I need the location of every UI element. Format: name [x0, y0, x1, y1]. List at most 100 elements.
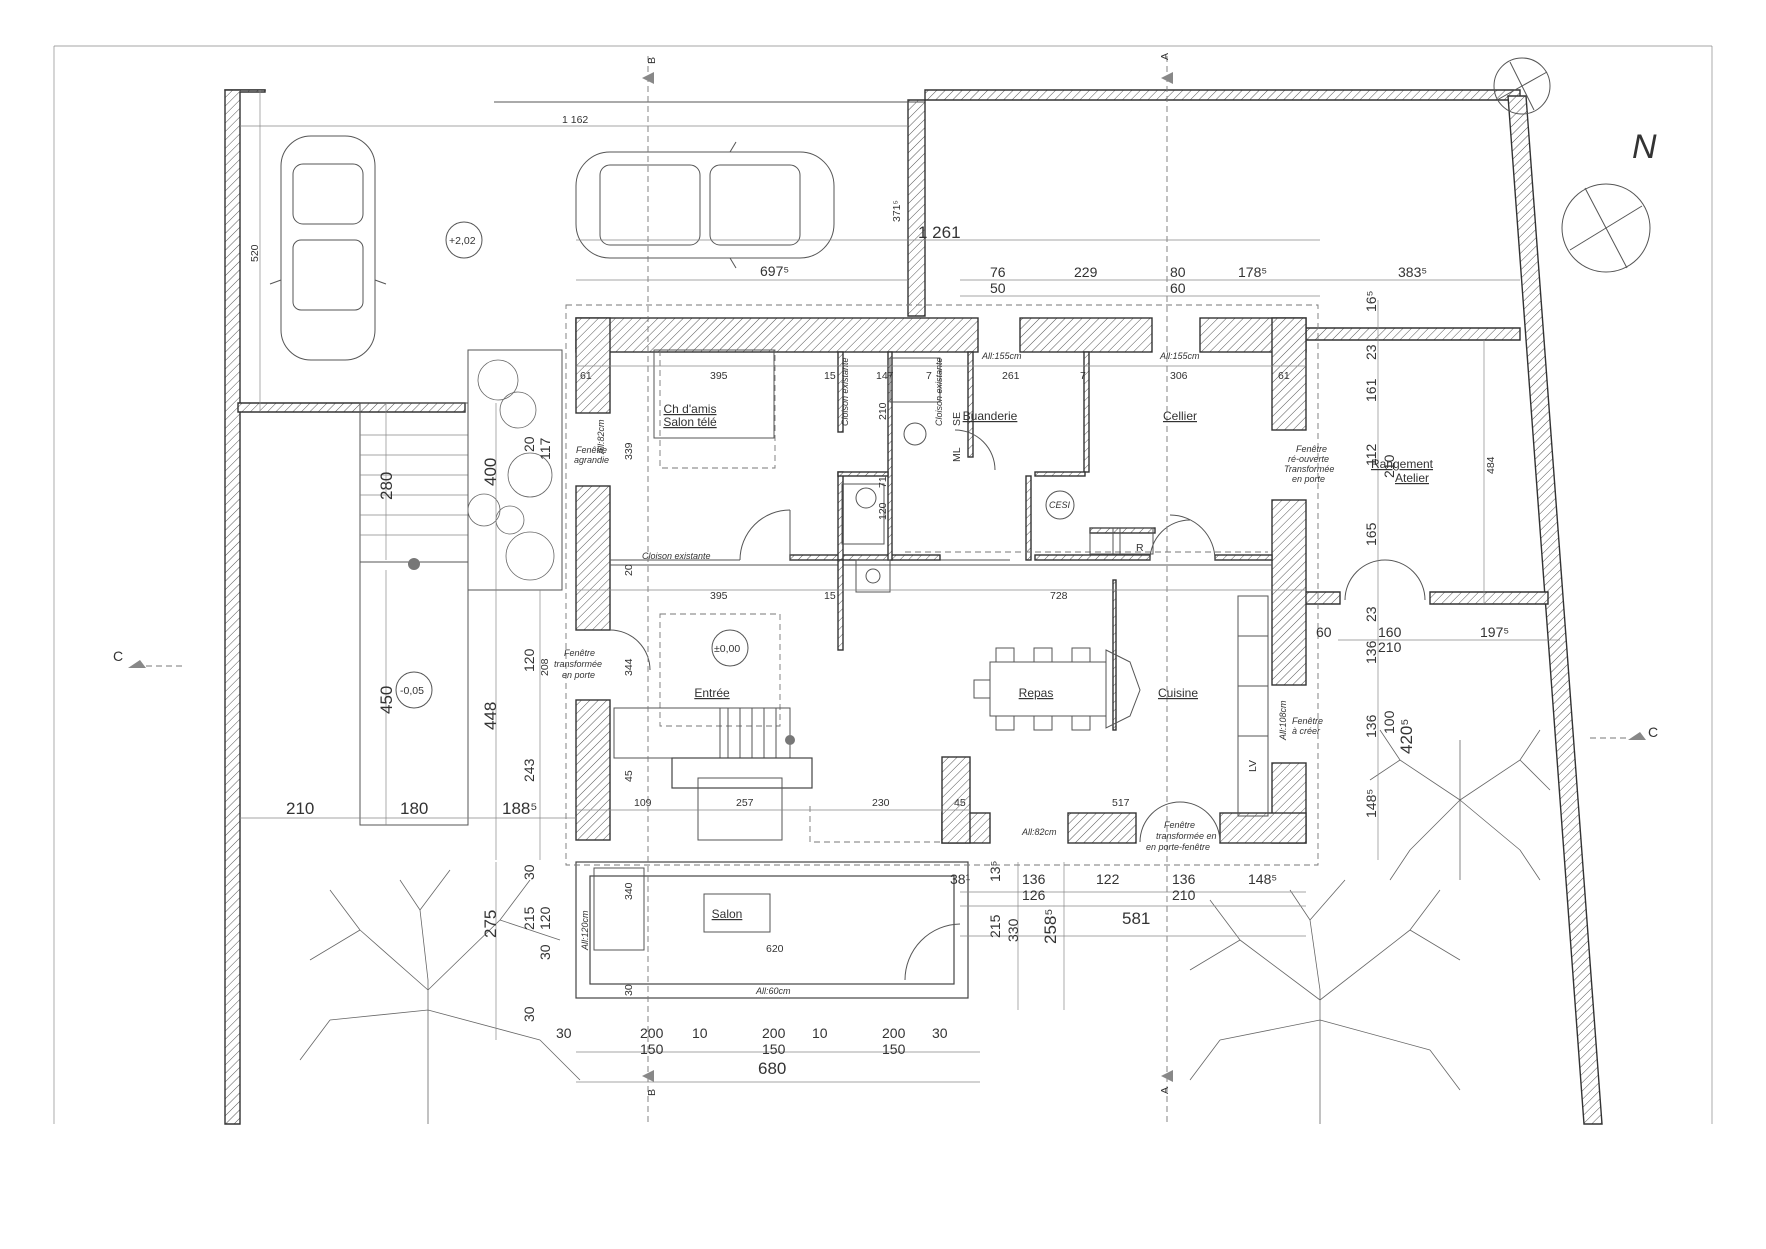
dimension-lines — [240, 90, 1560, 1083]
tree-right — [1369, 729, 1551, 881]
note-fenetre-pf-2: transformée en — [1156, 831, 1217, 841]
dim-150b: 150 — [762, 1041, 786, 1057]
dim-517: 517 — [1112, 797, 1130, 809]
dim-257: 257 — [736, 797, 754, 809]
room-cellier: Cellier — [1163, 409, 1197, 423]
dim-109: 109 — [634, 797, 652, 809]
dim-306: 306 — [1170, 370, 1188, 382]
note-fenetre-agrandie-1: Fenêtre — [576, 445, 607, 455]
note-fenetre-reouverte-3: Transformée — [1284, 464, 1334, 474]
dim-395b: 395 — [710, 590, 728, 602]
label-lv: LV — [1247, 760, 1259, 772]
dim-161: 161 — [1363, 378, 1379, 402]
dim-210d: 210 — [286, 799, 314, 818]
dim-520: 520 — [249, 244, 261, 262]
dim-200c: 200 — [882, 1025, 906, 1041]
dim-280: 280 — [377, 472, 396, 500]
section-a-bottom: A — [1159, 1087, 1171, 1094]
section-c-left: C — [113, 648, 123, 664]
dim-4205: 420⁵ — [1397, 719, 1416, 754]
dim-330: 330 — [1005, 918, 1021, 942]
dim-1162: 1 162 — [562, 114, 588, 126]
dim-50: 50 — [990, 280, 1006, 296]
dim-126: 126 — [1022, 887, 1046, 903]
dim-30b: 30 — [537, 944, 553, 960]
dim-136c: 136 — [1022, 871, 1046, 887]
dim-180: 180 — [400, 799, 428, 818]
note-fenetre-porte-2: transformée — [554, 659, 602, 669]
dim-243: 243 — [521, 758, 537, 782]
level-terrace: -0,05 — [400, 685, 424, 697]
dim-165a: 16⁵ — [1363, 291, 1379, 312]
compass-north — [1561, 183, 1651, 273]
plot-boundary-walls — [224, 89, 1603, 1125]
label-cesi: CESI — [1049, 500, 1071, 510]
dim-448: 448 — [481, 702, 500, 730]
label-se: SE — [951, 412, 963, 426]
dim-61b: 61 — [1278, 370, 1290, 382]
dim-1261: 1 261 — [918, 223, 961, 242]
dim-3715: 371⁵ — [891, 200, 903, 222]
dim-61a: 61 — [580, 370, 592, 382]
dim-210b: 210 — [1381, 454, 1397, 478]
note-fenetre-pf-3: en porte-fenêtre — [1146, 842, 1210, 852]
room-salon-tele: Salon télé — [663, 415, 717, 429]
doors — [609, 429, 1426, 981]
dim-30e: 30 — [556, 1025, 572, 1041]
dim-136b: 136 — [1363, 714, 1379, 738]
note-fenetre-reouverte-1: Fenêtre — [1296, 444, 1327, 454]
label-ml: ML — [951, 447, 963, 462]
section-a-top: A — [1159, 53, 1171, 60]
dim-15a: 15 — [824, 370, 836, 382]
house-walls — [575, 317, 1307, 999]
dim-210a: 210 — [877, 402, 889, 420]
dim-200a: 200 — [640, 1025, 664, 1041]
note-cloison-2: Cloison existante — [840, 357, 850, 426]
furniture — [593, 349, 1269, 951]
note-cloison-1: Cloison existante — [642, 551, 711, 561]
dim-208: 208 — [539, 658, 551, 676]
dim-120a: 120 — [877, 502, 889, 520]
note-fenetre-porte-1: Fenêtre — [564, 648, 595, 658]
dim-30d: 30 — [623, 984, 635, 996]
dim-71: 71 — [877, 476, 889, 488]
room-entree: Entrée — [694, 686, 730, 700]
dim-150a: 150 — [640, 1041, 664, 1057]
room-ch-amis: Ch d'amis — [664, 402, 717, 416]
note-all-82-b: All:82cm — [596, 419, 606, 455]
dim-30f: 30 — [932, 1025, 948, 1041]
dim-120b: 120 — [521, 648, 537, 672]
dim-400: 400 — [481, 458, 500, 486]
dim-20b: 20 — [521, 436, 537, 452]
dim-484: 484 — [1485, 456, 1497, 474]
dim-229: 229 — [1074, 264, 1098, 280]
dim-261: 261 — [1002, 370, 1020, 382]
label-r: R — [1136, 542, 1144, 554]
dim-136a: 136 — [1363, 640, 1379, 664]
dim-100: 100 — [1381, 710, 1397, 734]
section-b-top: B — [646, 57, 658, 64]
dim-680: 680 — [758, 1059, 786, 1078]
dim-45b: 45 — [954, 797, 966, 809]
room-buanderie: Buanderie — [963, 409, 1018, 423]
dim-210c: 210 — [1378, 639, 1402, 655]
dim-275: 275 — [481, 910, 500, 938]
level-garage: +2,02 — [449, 235, 476, 247]
dashed-outline — [565, 304, 1319, 866]
level-markers — [395, 221, 1075, 709]
note-cloison-3: Cloison existante — [934, 357, 944, 426]
dim-117: 117 — [537, 437, 553, 460]
dim-60b: 60 — [1316, 624, 1332, 640]
dim-147: 147 — [876, 370, 894, 382]
note-all-108: All:108cm — [1278, 700, 1288, 741]
exterior-stairs — [359, 349, 563, 826]
dim-150c: 150 — [882, 1041, 906, 1057]
section-c-right: C — [1648, 724, 1658, 740]
dim-395a: 395 — [710, 370, 728, 382]
dim-80: 80 — [1170, 264, 1186, 280]
room-atelier: Atelier — [1395, 471, 1429, 485]
note-all-82-a: All:82cm — [1021, 827, 1057, 837]
dim-120c: 120 — [537, 906, 553, 930]
dim-30c: 30 — [521, 1006, 537, 1022]
